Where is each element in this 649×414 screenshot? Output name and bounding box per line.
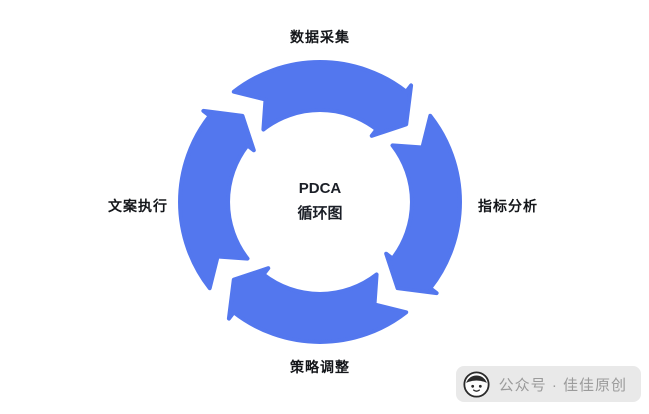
watermark-text: 公众号 · 佳佳原创 (498, 376, 627, 394)
panda-avatar-icon (463, 370, 490, 398)
node-label-right: 指标分析 (478, 198, 538, 214)
cycle-arc-segment-right (384, 113, 462, 296)
node-label-top: 数据采集 (290, 29, 350, 45)
node-label-bottom: 策略调整 (290, 359, 350, 375)
node-label-left: 文案执行 (108, 198, 168, 214)
cycle-ring (150, 32, 490, 372)
cycle-arc-segment-bottom (226, 266, 409, 344)
cycle-arc-segment-top (231, 60, 414, 138)
cycle-arc-segment-left (178, 108, 256, 291)
cycle-ring-svg (178, 60, 462, 344)
watermark-badge: 公众号 · 佳佳原创 (455, 366, 641, 402)
